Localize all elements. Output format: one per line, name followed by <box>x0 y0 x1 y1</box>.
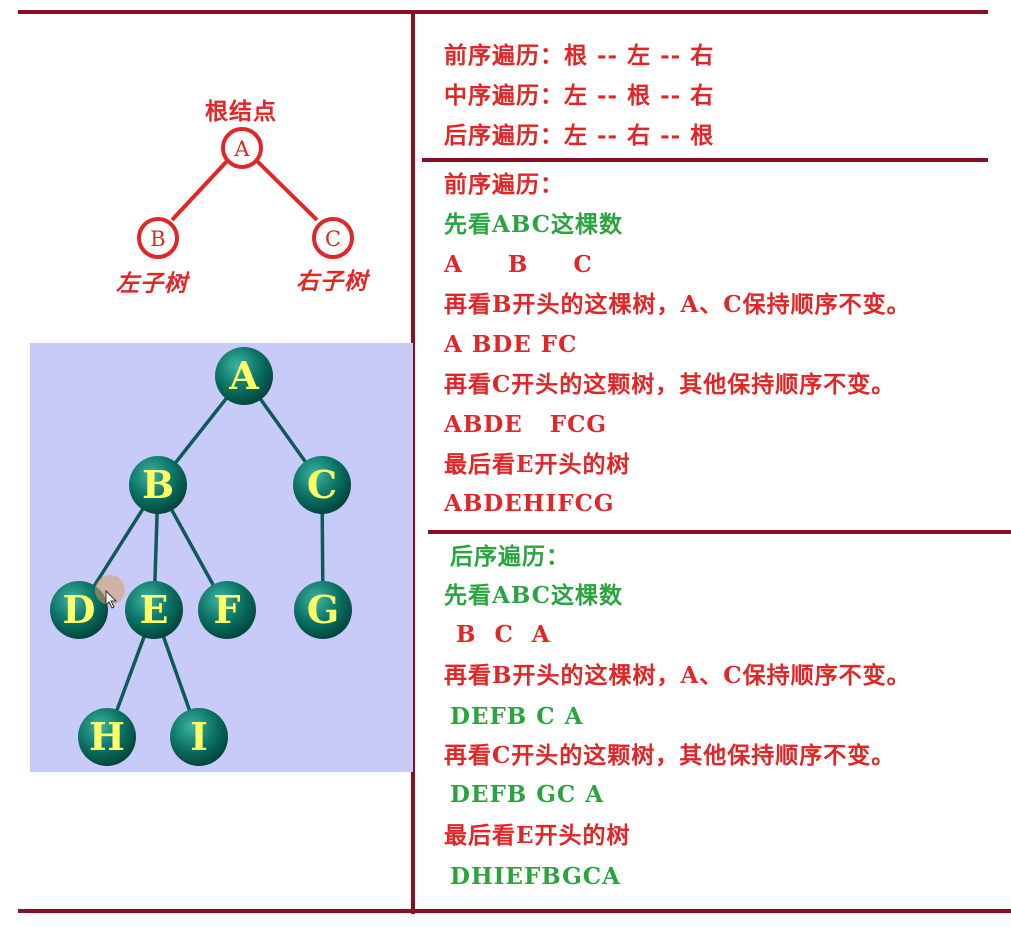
root-node-caption: 根结点 <box>205 98 277 125</box>
right-subtree-caption: 右子树 <box>296 268 368 295</box>
tree-node-c-label: C <box>307 462 337 507</box>
tree-node-g: G <box>294 581 352 639</box>
cursor-highlight <box>95 575 125 605</box>
tree-node-b-label: B <box>142 462 174 507</box>
tree-node-f-label: F <box>214 587 241 632</box>
def-postorder: 后序遍历：左 -- 右 -- 根 <box>444 122 715 149</box>
def-preorder: 前序遍历：根 -- 左 -- 右 <box>444 42 715 69</box>
tree-node-h: H <box>78 708 136 766</box>
left-subtree-caption: 左子树 <box>116 270 188 297</box>
small-tree-diagram: A B C <box>137 127 354 259</box>
postorder-step-3: 再看C开头的这颗树，其他保持顺序不变。 <box>444 742 896 769</box>
postorder-final-result: DHIEFBGCA <box>450 863 621 890</box>
preorder-step-3: 再看C开头的这颗树，其他保持顺序不变。 <box>444 371 896 398</box>
definitions-bottom-rule <box>422 158 988 162</box>
small-node-a-label: A <box>233 137 250 161</box>
tree-node-d-label: D <box>63 587 96 632</box>
postorder-result-2: DEFB C A <box>450 703 584 730</box>
top-rule <box>18 10 988 14</box>
small-node-b: B <box>137 217 179 259</box>
preorder-step-1: 先看ABC这棵数 <box>444 211 624 238</box>
tree-node-i-label: I <box>190 714 208 759</box>
small-node-c-label: C <box>325 227 341 251</box>
tree-node-h-label: H <box>89 714 125 759</box>
postorder-step-4: 最后看E开头的树 <box>444 822 631 849</box>
small-node-c: C <box>312 217 354 259</box>
cursor-pointer-icon <box>105 589 118 609</box>
preorder-final-result: ABDEHIFCG <box>444 490 615 517</box>
preorder-bottom-rule <box>428 530 1011 534</box>
tree-node-i: I <box>170 708 228 766</box>
def-inorder: 中序遍历：左 -- 根 -- 右 <box>444 82 715 109</box>
preorder-result-2: A BDE FC <box>444 331 578 358</box>
tree-node-f: F <box>198 581 256 639</box>
tree-node-g-label: G <box>307 587 339 632</box>
postorder-step-2: 再看B开头的这棵树，A、C保持顺序不变。 <box>444 662 911 689</box>
postorder-title: 后序遍历： <box>450 543 570 570</box>
postorder-result-3: DEFB GC A <box>450 781 605 808</box>
tree-node-c: C <box>293 456 351 514</box>
preorder-step-4: 最后看E开头的树 <box>444 451 631 478</box>
small-edge-a-c <box>254 158 319 222</box>
preorder-step-2: 再看B开头的这棵树，A、C保持顺序不变。 <box>444 291 911 318</box>
tree-node-a-label: A <box>228 353 259 398</box>
preorder-result-3: ABDE FCG <box>444 411 608 438</box>
tree-node-b: B <box>129 456 187 514</box>
small-edge-a-b <box>170 158 230 222</box>
bottom-rule <box>18 909 1011 913</box>
small-node-b-label: B <box>150 227 165 251</box>
tree-node-e-label: E <box>140 587 169 632</box>
vertical-divider <box>411 10 415 914</box>
preorder-result-1: A B C <box>444 251 593 278</box>
tree-node-a: A <box>215 347 273 405</box>
small-node-a: A <box>221 127 263 169</box>
postorder-result-1: B C A <box>456 621 551 648</box>
preorder-title: 前序遍历： <box>444 171 564 198</box>
postorder-step-1: 先看ABC这棵数 <box>444 582 624 609</box>
tree-node-e: E <box>125 581 183 639</box>
tree-node-d: D <box>50 581 108 639</box>
